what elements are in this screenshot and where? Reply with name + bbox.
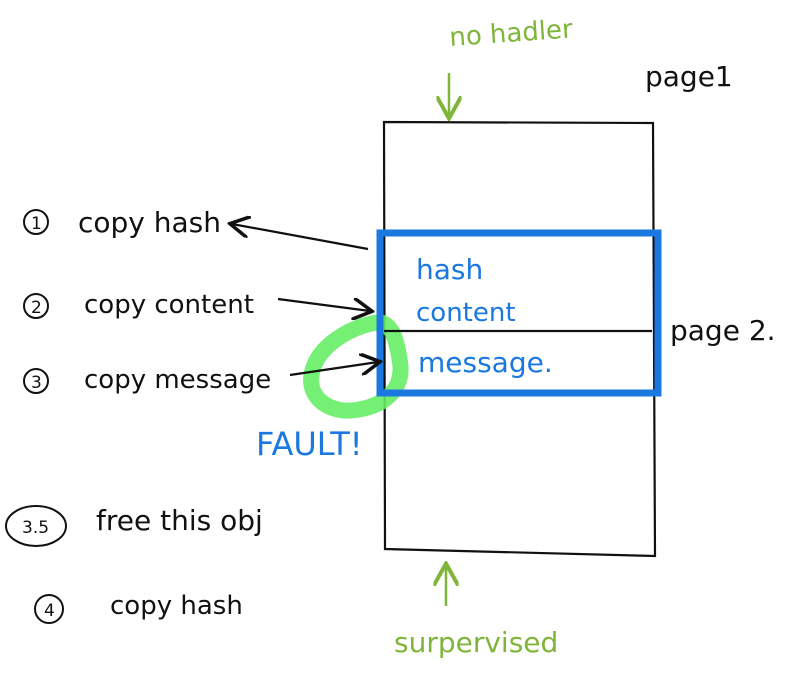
- no-handler-annotation: no hadler: [448, 14, 574, 53]
- step-1-text: copy hash: [78, 206, 221, 239]
- step-3-5-text: free this obj: [96, 504, 263, 537]
- fault-highlight: [303, 313, 409, 419]
- step-3-marker-text: 3: [31, 373, 42, 393]
- arrow-step-2-to-content: [277, 299, 370, 311]
- step-4-marker: [34, 594, 64, 624]
- step-1-marker: [23, 209, 49, 235]
- step-4: 4 copy hash: [34, 591, 243, 624]
- step-3-5: 3.5 free this obj: [5, 504, 263, 547]
- step-1: 1 copy hash: [23, 206, 221, 239]
- step-4-marker-text: 4: [44, 601, 55, 621]
- step-2-marker-text: 2: [31, 298, 42, 318]
- step-2-text: copy content: [84, 290, 254, 320]
- page2-label: page 2.: [670, 314, 776, 347]
- field-hash: hash: [416, 253, 483, 286]
- step-3-5-marker: [5, 505, 67, 547]
- object-box: [376, 229, 662, 397]
- step-1-marker-text: 1: [31, 214, 42, 234]
- page1-box: [382, 120, 657, 558]
- step-3-text: copy message: [84, 365, 271, 395]
- step-4-text: copy hash: [110, 591, 243, 621]
- step-2: 2 copy content: [23, 290, 254, 320]
- field-message: message.: [418, 346, 553, 379]
- step-2-marker: [23, 293, 49, 319]
- step-3-marker: [23, 368, 49, 394]
- arrow-step-3-to-message: [289, 362, 378, 377]
- arrow-hash-to-step-1: [232, 224, 369, 251]
- fault-label: FAULT!: [256, 425, 363, 463]
- step-3-5-marker-text: 3.5: [22, 518, 49, 538]
- step-3: 3 copy message: [23, 365, 271, 395]
- field-content: content: [416, 298, 516, 328]
- page1-label: page1: [645, 60, 733, 93]
- supervised-annotation: surpervised: [394, 626, 558, 659]
